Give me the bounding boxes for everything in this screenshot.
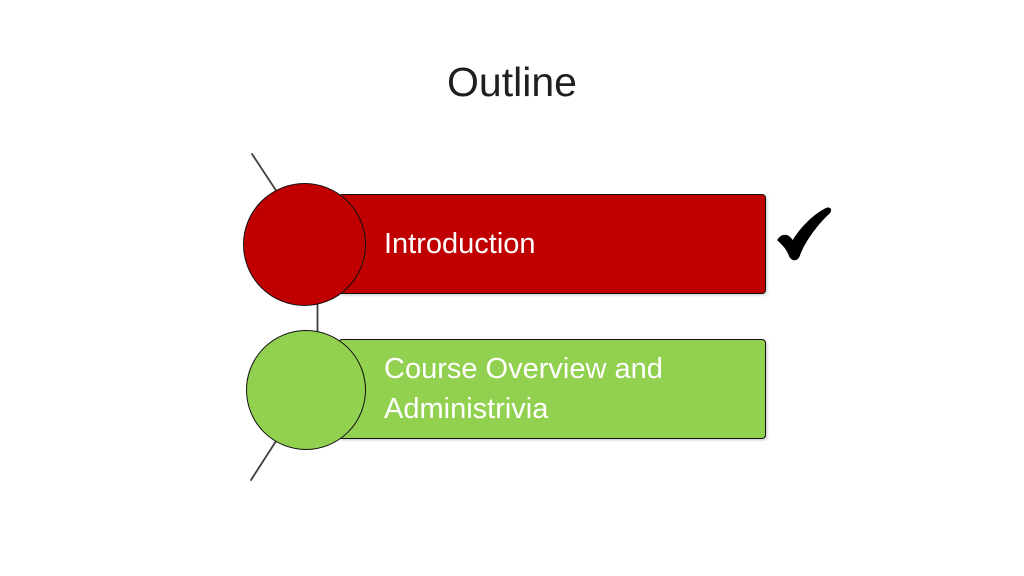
slide-title: Outline <box>447 59 577 105</box>
outline-item-introduction-circle <box>243 183 366 306</box>
outline-item-introduction-label: Introduction <box>384 228 536 260</box>
outline-item-introduction-bar: Introduction <box>338 194 766 294</box>
connector-line-top <box>251 153 280 196</box>
outline-item-course-overview-bar: Course Overview and Administrivia <box>338 339 766 439</box>
checkmark-icon <box>777 207 832 261</box>
outline-item-course-overview-label: Course Overview and Administrivia <box>384 353 663 425</box>
connector-line-bottom <box>250 437 279 481</box>
outline-item-course-overview-circle <box>246 330 366 450</box>
